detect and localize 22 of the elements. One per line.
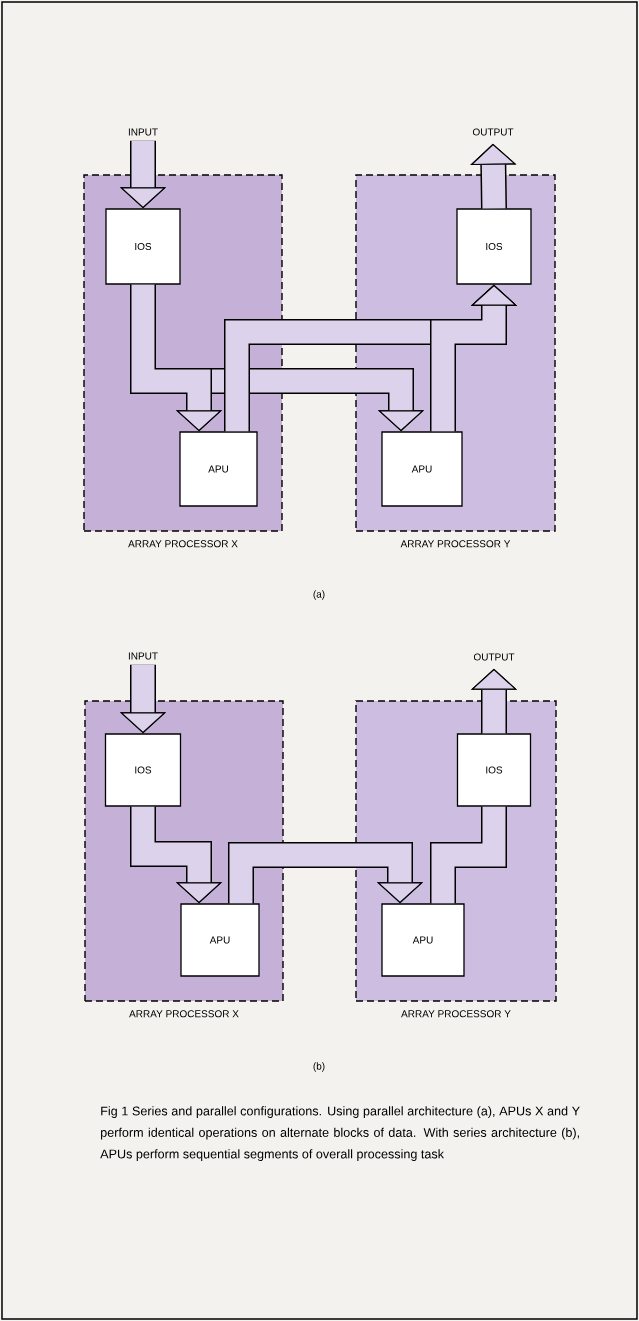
node-label: ARRAY PROCESSOR X <box>128 540 238 548</box>
node-label: ARRAY PROCESSOR X <box>129 1010 239 1018</box>
data-path-arrow <box>228 842 424 904</box>
unit-box: APU <box>179 431 258 507</box>
unit-box: IOS <box>105 208 181 285</box>
unit-box: APU <box>381 903 465 977</box>
unit-box: APU <box>180 903 260 977</box>
unit-box: IOS <box>104 733 182 807</box>
signal-label: OUTPUT <box>472 128 514 136</box>
unit-box: APU <box>381 431 463 507</box>
panel-label: (a) <box>313 590 325 600</box>
panel-label: (b) <box>313 1062 325 1072</box>
unit-box: IOS <box>456 208 532 285</box>
unit-box: IOS <box>456 733 532 807</box>
signal-label: INPUT <box>128 128 158 136</box>
figure-caption: Fig 1 Series and parallel configurations. Using parallel architecture (a), APUs X and Y perform identical operations on alternate blocks of data. With series architecture (b), APUs perform sequential segments of overall processing task <box>100 1106 580 1161</box>
data-path-arrow <box>130 806 223 904</box>
signal-label: INPUT <box>128 652 158 660</box>
signal-label: OUTPUT <box>473 653 515 661</box>
node-label: ARRAY PROCESSOR Y <box>401 1010 511 1018</box>
data-path-arrow <box>130 284 223 432</box>
node-label: ARRAY PROCESSOR Y <box>400 540 511 548</box>
